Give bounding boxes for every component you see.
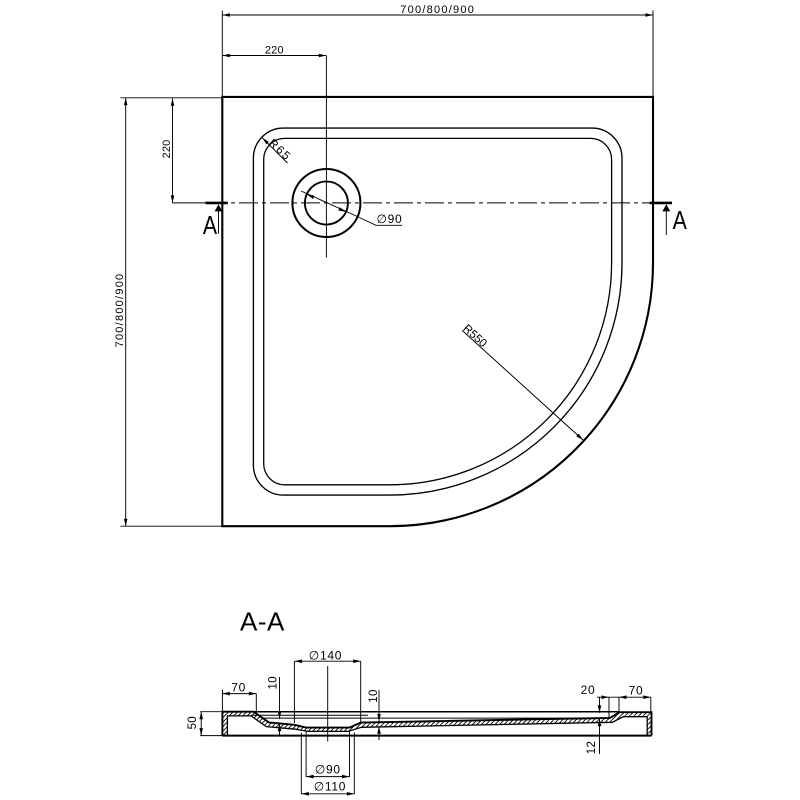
svg-text:700/800/900: 700/800/900: [114, 273, 126, 348]
svg-text:70: 70: [629, 684, 644, 698]
svg-text:10: 10: [368, 689, 380, 702]
svg-text:R550: R550: [460, 323, 488, 350]
svg-text:50: 50: [187, 716, 199, 729]
svg-text:220: 220: [265, 45, 284, 57]
svg-text:12: 12: [586, 741, 598, 754]
svg-text:∅90: ∅90: [377, 212, 403, 226]
svg-text:R65: R65: [266, 137, 293, 163]
svg-text:∅140: ∅140: [309, 649, 342, 663]
svg-text:A: A: [203, 211, 217, 241]
svg-text:20: 20: [581, 683, 596, 697]
svg-text:∅110: ∅110: [314, 780, 346, 794]
svg-text:70: 70: [231, 680, 246, 694]
svg-text:220: 220: [161, 140, 173, 159]
svg-text:A-A: A-A: [240, 607, 285, 637]
svg-text:700/800/900: 700/800/900: [400, 4, 475, 16]
svg-text:A: A: [673, 206, 687, 236]
svg-text:10: 10: [267, 676, 279, 689]
svg-text:∅90: ∅90: [315, 763, 341, 777]
